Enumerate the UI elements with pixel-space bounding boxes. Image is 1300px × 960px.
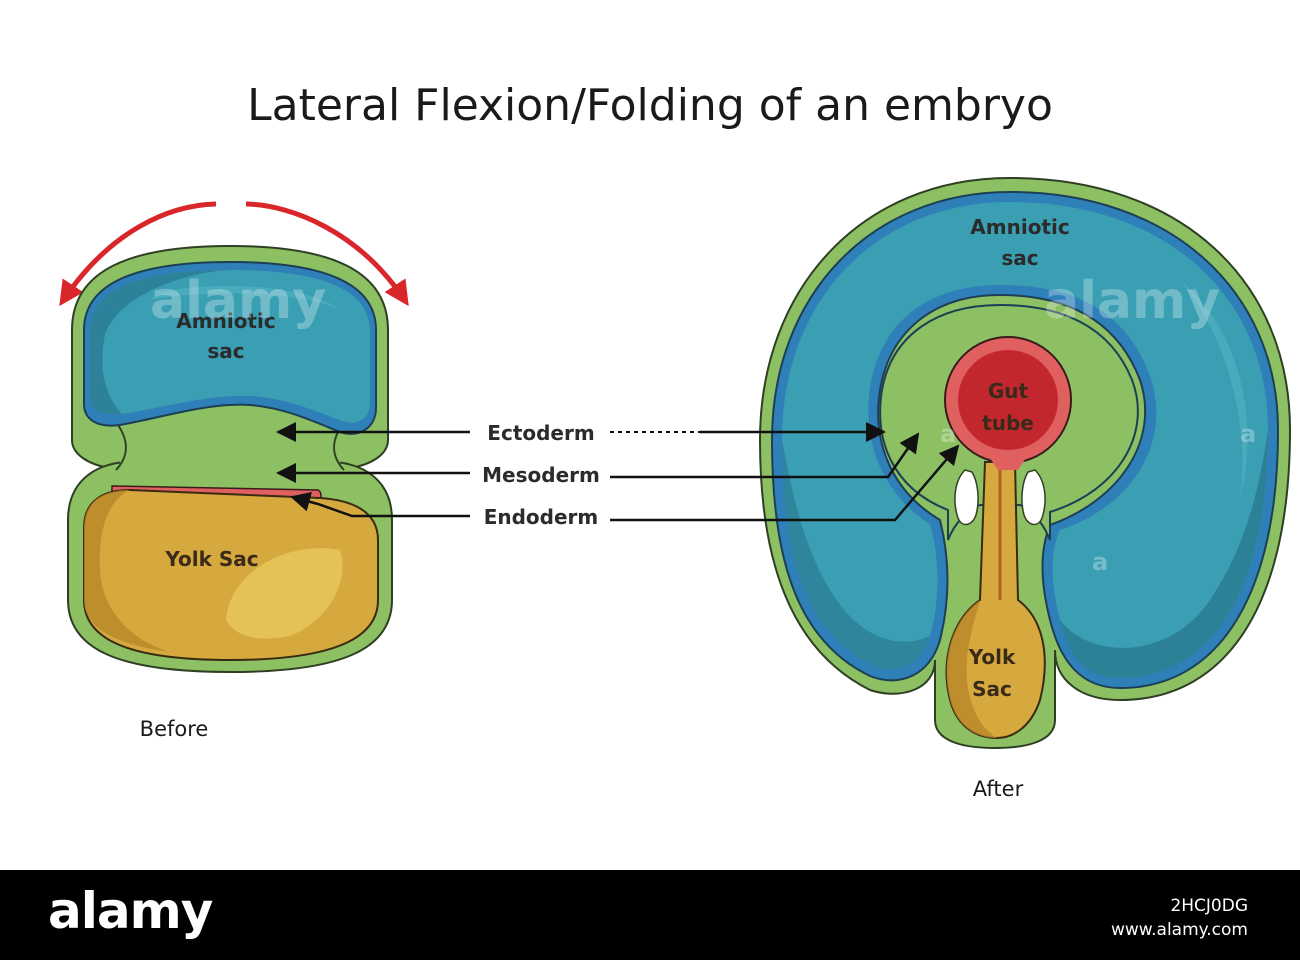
- after-caption: After: [973, 777, 1024, 801]
- image-id: 2HCJ0DG: [1111, 894, 1248, 918]
- alamy-logo: alamy: [48, 882, 212, 940]
- after-amniotic-label-2: sac: [1001, 246, 1038, 270]
- after-amniotic-label: Amniotic: [970, 215, 1069, 239]
- before-caption: Before: [140, 717, 209, 741]
- watermark-right: alamy: [1044, 271, 1220, 331]
- watermark-small-2: a: [940, 420, 956, 448]
- watermark-footer-bar: alamy 2HCJ0DG www.alamy.com: [0, 870, 1300, 960]
- after-embryo: Amniotic sac Gut tube Yolk Sac After ala…: [760, 178, 1290, 801]
- ectoderm-label: Ectoderm: [487, 421, 594, 445]
- before-yolk-label: Yolk Sac: [164, 547, 258, 571]
- diagram-title: Lateral Flexion/Folding of an embryo: [247, 80, 1053, 131]
- after-gut-label: Gut: [988, 379, 1029, 403]
- image-url: www.alamy.com: [1111, 918, 1248, 942]
- endoderm-label: Endoderm: [484, 505, 599, 529]
- after-gut-label-2: tube: [982, 411, 1034, 435]
- watermark-small-3: a: [1092, 548, 1108, 576]
- after-yolk-label: Yolk: [968, 645, 1016, 669]
- mesoderm-label: Mesoderm: [482, 463, 600, 487]
- image-id-block: 2HCJ0DG www.alamy.com: [1111, 894, 1248, 942]
- watermark-left: alamy: [150, 271, 326, 331]
- embryo-folding-diagram: Lateral Flexion/Folding of an embryo Amn…: [0, 0, 1300, 870]
- after-yolk-label-2: Sac: [972, 677, 1012, 701]
- before-amniotic-label-2: sac: [207, 339, 244, 363]
- watermark-small-1: a: [1240, 420, 1256, 448]
